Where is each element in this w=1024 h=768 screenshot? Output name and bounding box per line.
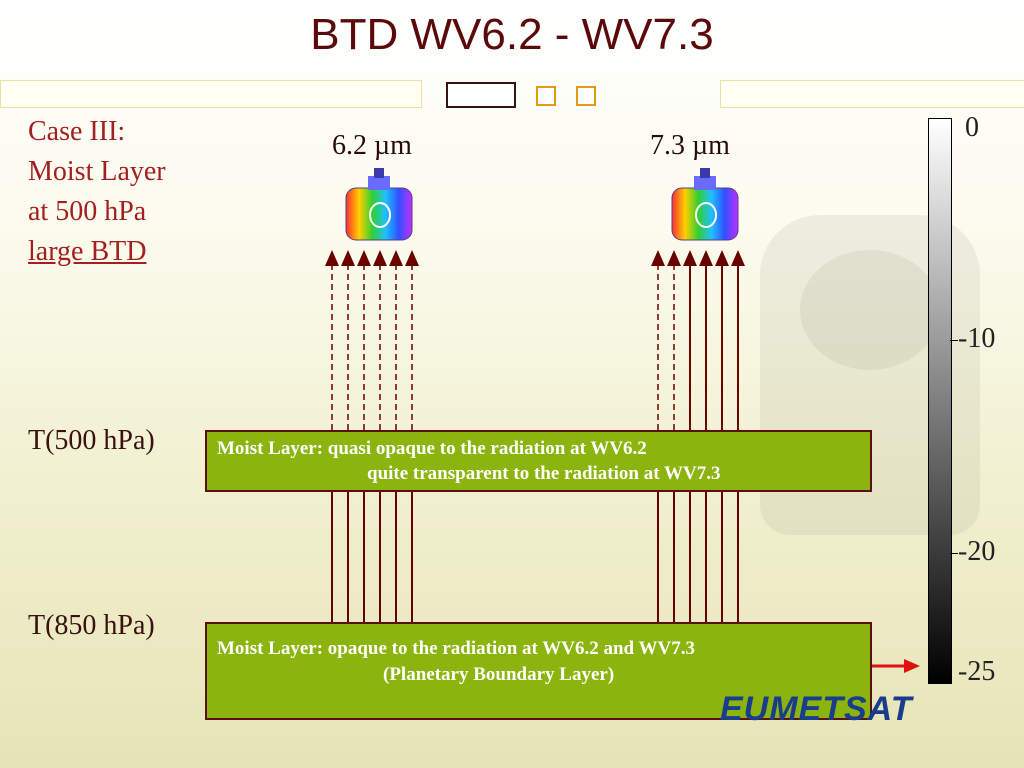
channel-label-6-2: 6.2 µm (332, 130, 412, 161)
nav-square-button-1[interactable] (536, 86, 556, 106)
upper-layer-line-2: quite transparent to the radiation at WV… (367, 463, 721, 484)
sensor-icon-6-2 (345, 168, 413, 241)
nav-slide-button[interactable] (446, 82, 516, 108)
lower-layer-line-1: Moist Layer: opaque to the radiation at … (217, 638, 696, 659)
header-band-right (720, 80, 1024, 108)
case-line-4: large BTD (28, 236, 147, 267)
lower-moist-layer: Moist Layer: opaque to the radiation at … (205, 622, 872, 720)
colorbar-label-minus20: -20 (958, 536, 996, 567)
case-line-3: at 500 hPa (28, 196, 147, 227)
case-line-1: Case III: (28, 116, 126, 147)
page-title: BTD WV6.2 - WV7.3 (310, 10, 714, 59)
pointer-arrow (866, 659, 920, 673)
channel-label-7-3: 7.3 µm (650, 130, 730, 161)
upper-layer-line-1: Moist Layer: quasi opaque to the radiati… (217, 438, 647, 459)
colorbar-label-minus25: -25 (958, 656, 996, 687)
level-label-850: T(850 hPa) (28, 610, 155, 641)
lower-layer-line-2: (Planetary Boundary Layer) (383, 664, 615, 685)
level-label-500: T(500 hPa) (28, 425, 155, 456)
case-line-2: Moist Layer (28, 156, 166, 187)
colorbar-label-minus10: -10 (958, 323, 996, 354)
satellite-watermark-dish (800, 250, 940, 370)
colorbar-tick-minus10 (950, 340, 958, 341)
sensor-icon-7-3 (671, 168, 739, 241)
case-description: Case III: Moist Layer at 500 hPa large B… (28, 112, 166, 272)
header-band-left (0, 80, 422, 108)
upper-moist-layer: Moist Layer: quasi opaque to the radiati… (205, 430, 872, 492)
colorbar-tick-minus20 (950, 553, 958, 554)
eumetsat-logo: EUMETSAT (720, 690, 913, 728)
colorbar-label-0: 0 (965, 112, 979, 143)
btd-colorbar (928, 118, 952, 684)
nav-square-button-2[interactable] (576, 86, 596, 106)
